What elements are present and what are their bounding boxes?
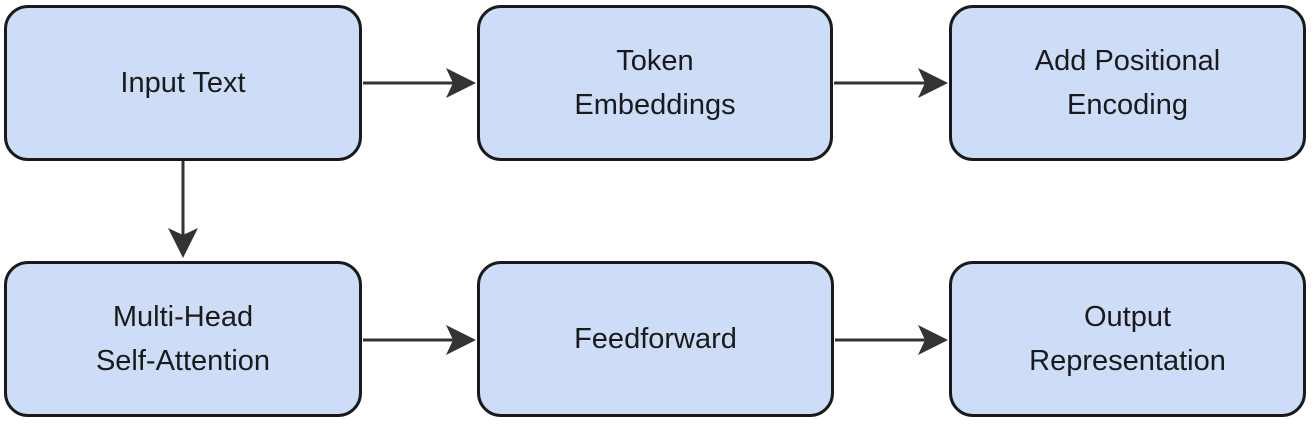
node-label: Feedforward <box>574 323 737 355</box>
node-input-text: Input Text <box>4 5 362 161</box>
node-label: Token Embeddings <box>574 45 736 121</box>
node-label: Input Text <box>120 67 246 99</box>
node-add-positional-encoding: Add Positional Encoding <box>949 5 1306 161</box>
node-feedforward: Feedforward <box>477 261 834 417</box>
node-label: Multi-Head Self-Attention <box>95 301 271 377</box>
node-token-embeddings: Token Embeddings <box>477 5 833 161</box>
node-multi-head-self-attention: Multi-Head Self-Attention <box>4 261 362 417</box>
node-output-representation: Output Representation <box>949 261 1306 417</box>
node-label: Output Representation <box>1029 301 1226 377</box>
node-label: Add Positional Encoding <box>1034 45 1221 121</box>
